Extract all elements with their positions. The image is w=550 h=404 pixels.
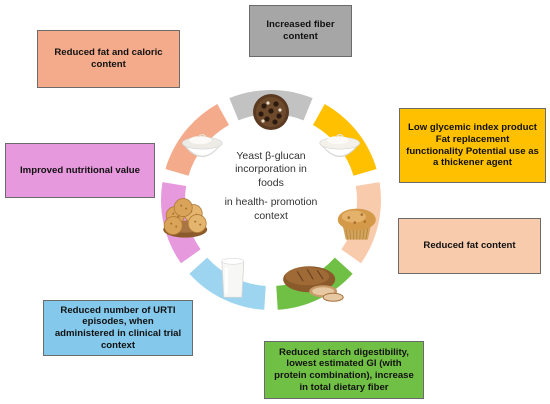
box-label: Reduced number of URTI episodes, when ad… (54, 304, 182, 351)
box-label: Reduced fat and caloric content (54, 47, 163, 70)
box-label: Increased fiber content (266, 19, 335, 42)
center-title-line: foods (258, 176, 284, 189)
food-images (163, 94, 376, 302)
yogurt-cup-image (319, 134, 361, 158)
center-title-line: context (254, 209, 288, 222)
milk-glass-image (221, 257, 245, 298)
bread-loaf-image (283, 266, 344, 302)
reduced-fat-caloric-box: Reduced fat and caloric content (37, 30, 180, 88)
reduced-starch-box: Reduced starch digestibility, lowest est… (264, 341, 424, 399)
center-title-line: incorporation in (235, 163, 307, 176)
box-label: Reduced starch digestibility, lowest est… (274, 346, 414, 393)
chocolate-cookie-image (253, 94, 289, 130)
biscuits-basket-image (163, 198, 208, 238)
box-label: Improved nutritional value (20, 164, 140, 176)
center-title-line: in health- promotion (224, 196, 318, 209)
center-title: Yeast β-glucan incorporation in foods in… (206, 150, 336, 223)
low-glycemic-box: Low glycemic index product Fat replaceme… (399, 108, 546, 183)
box-label: Low glycemic index product Fat replaceme… (406, 122, 539, 169)
muffin-image (337, 208, 376, 240)
reduced-urti-box: Reduced number of URTI episodes, when ad… (43, 300, 193, 356)
reduced-fat-content-box: Reduced fat content (398, 218, 541, 274)
increased-fiber-box: Increased fiber content (249, 5, 352, 57)
center-title-line: Yeast β-glucan (236, 150, 306, 162)
cream-bowl-image (181, 134, 223, 158)
improved-nutritional-box: Improved nutritional value (5, 143, 155, 198)
box-label: Reduced fat content (423, 240, 516, 252)
